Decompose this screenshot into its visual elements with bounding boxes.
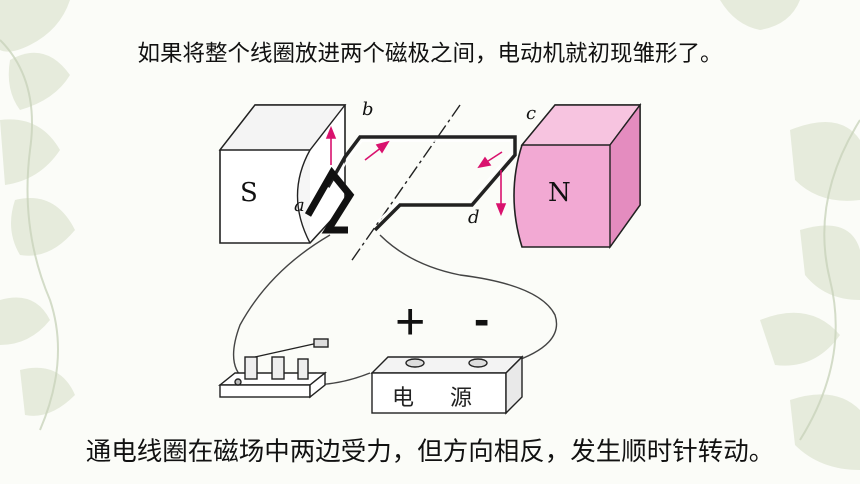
switch bbox=[218, 338, 329, 399]
coil bbox=[304, 135, 517, 234]
plus-sign: + bbox=[395, 293, 425, 351]
label-a: a bbox=[294, 195, 305, 216]
rotation-axis bbox=[349, 104, 461, 264]
label-d: d bbox=[468, 207, 480, 228]
bottom-caption: 通电线圈在磁场中两边受力，但方向相反，发生顺时针转动。 bbox=[85, 437, 775, 467]
south-magnet bbox=[218, 104, 347, 244]
label-b: b bbox=[362, 99, 374, 120]
north-magnet bbox=[513, 102, 642, 250]
motor-diagram: S N a b c d + - bbox=[218, 99, 642, 415]
minus-sign: - bbox=[474, 293, 489, 345]
top-caption: 如果将整个线圈放进两个磁极之间，电动机就初现雏形了。 bbox=[137, 41, 723, 67]
force-arrows bbox=[325, 125, 507, 217]
power-supply bbox=[370, 355, 524, 415]
power-label-char-1: 电 bbox=[392, 386, 414, 411]
north-pole-label: N bbox=[548, 178, 571, 208]
power-label-char-2: 源 bbox=[450, 386, 472, 411]
label-c: c bbox=[526, 103, 536, 124]
south-pole-label: S bbox=[240, 178, 258, 208]
